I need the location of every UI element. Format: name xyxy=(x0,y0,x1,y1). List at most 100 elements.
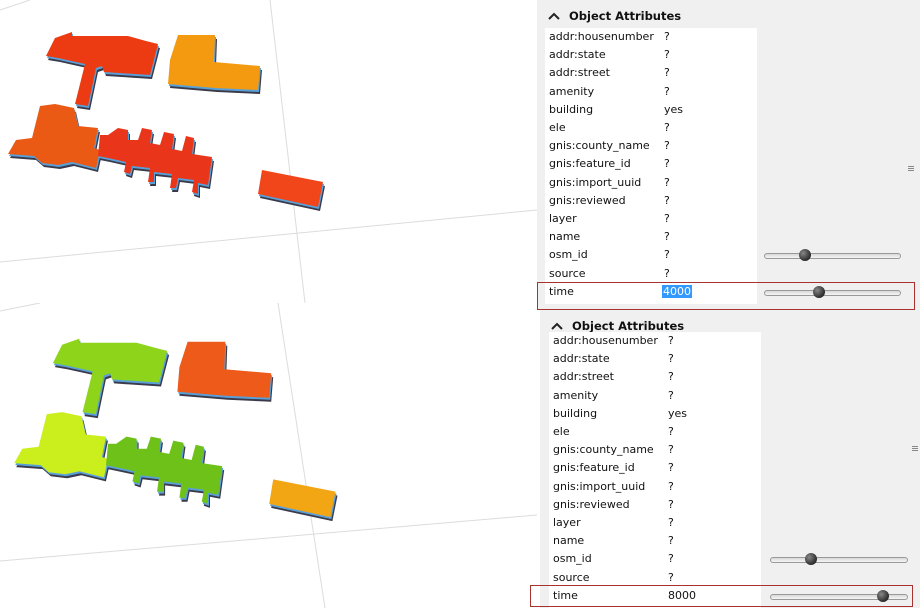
attribute-row-addr-housenumber[interactable]: addr:housenumber? xyxy=(545,28,757,46)
attribute-key: building xyxy=(553,406,598,420)
object-attributes-panel-bottom: Object Attributes addr:housenumber?addr:… xyxy=(540,310,920,608)
slider-track[interactable] xyxy=(764,289,901,296)
attribute-value[interactable]: ? xyxy=(668,334,674,347)
slider-track[interactable] xyxy=(770,593,908,600)
building-west-block[interactable] xyxy=(14,412,109,478)
osm-id-slider[interactable] xyxy=(764,249,901,262)
attribute-row-gnis-reviewed[interactable]: gnis:reviewed? xyxy=(549,496,761,514)
attribute-row-amenity[interactable]: amenity? xyxy=(545,83,757,101)
panel-header[interactable]: Object Attributes xyxy=(547,8,681,24)
attribute-value[interactable]: ? xyxy=(668,388,674,402)
attribute-row-gnis-feature-id[interactable]: gnis:feature_id? xyxy=(545,155,757,173)
map-view-top[interactable] xyxy=(0,0,537,303)
attribute-value[interactable]: 4000 xyxy=(662,284,692,298)
attribute-value[interactable]: ? xyxy=(664,266,670,280)
attribute-key: name xyxy=(549,230,581,244)
attribute-value[interactable]: 8000 xyxy=(668,588,696,602)
attribute-value[interactable]: ? xyxy=(664,193,670,207)
building-east-block[interactable] xyxy=(258,170,323,207)
attribute-value[interactable]: ? xyxy=(664,30,670,43)
chevron-up-icon[interactable] xyxy=(547,11,561,21)
attribute-key: gnis:county_name xyxy=(553,443,654,457)
attribute-row-addr-state[interactable]: addr:state? xyxy=(549,350,761,368)
building-north-wing[interactable] xyxy=(46,32,158,106)
building-northeast-block[interactable] xyxy=(168,35,260,90)
attribute-value[interactable]: ? xyxy=(664,212,670,225)
building-south-wing[interactable] xyxy=(98,128,212,194)
attribute-value[interactable]: ? xyxy=(668,552,674,566)
map-canvas-bottom[interactable] xyxy=(0,303,537,608)
attribute-row-gnis-county-name[interactable]: gnis:county_name? xyxy=(549,441,761,459)
attribute-row-source[interactable]: source? xyxy=(549,569,761,587)
attribute-row-gnis-import-uuid[interactable]: gnis:import_uuid? xyxy=(545,174,757,192)
attribute-row-name[interactable]: name? xyxy=(545,228,757,246)
attribute-value[interactable]: ? xyxy=(664,66,670,80)
attribute-value[interactable]: ? xyxy=(668,570,674,584)
attribute-value[interactable]: ? xyxy=(664,139,670,153)
attribute-value[interactable]: ? xyxy=(668,352,674,366)
panel-header[interactable]: Object Attributes xyxy=(550,318,684,334)
attribute-value[interactable]: ? xyxy=(664,84,670,98)
time-slider[interactable] xyxy=(764,285,901,298)
attribute-value[interactable]: ? xyxy=(668,370,674,384)
attribute-row-amenity[interactable]: amenity? xyxy=(549,387,761,405)
building-model-bottom[interactable] xyxy=(14,338,338,522)
attribute-row-ele[interactable]: ele? xyxy=(545,119,757,137)
attribute-value[interactable]: yes xyxy=(664,102,684,116)
attribute-value[interactable]: ? xyxy=(664,230,670,244)
attribute-value[interactable]: ? xyxy=(664,175,670,189)
attribute-row-addr-street[interactable]: addr:street? xyxy=(545,64,757,82)
attribute-row-addr-housenumber[interactable]: addr:housenumber? xyxy=(549,332,761,350)
building-west-block[interactable] xyxy=(8,104,100,168)
building-model-top[interactable] xyxy=(8,32,325,211)
attribute-row-building[interactable]: building yes xyxy=(549,405,761,423)
time-slider[interactable] xyxy=(770,589,908,602)
attribute-value[interactable]: ? xyxy=(668,516,674,529)
attribute-value[interactable]: ? xyxy=(668,461,674,475)
attribute-value[interactable]: yes xyxy=(668,406,688,420)
attribute-row-osm-id[interactable]: osm_id? xyxy=(549,550,761,568)
building-north-wing[interactable] xyxy=(52,338,168,415)
attribute-row-gnis-import-uuid[interactable]: gnis:import_uuid? xyxy=(549,478,761,496)
chevron-up-icon[interactable] xyxy=(550,321,564,331)
attribute-value[interactable]: ? xyxy=(668,497,674,511)
attribute-row-addr-state[interactable]: addr:state? xyxy=(545,46,757,64)
slider-thumb[interactable] xyxy=(799,249,812,262)
attribute-value[interactable]: ? xyxy=(664,157,670,171)
attribute-row-gnis-reviewed[interactable]: gnis:reviewed? xyxy=(545,192,757,210)
slider-thumb[interactable] xyxy=(812,285,825,298)
building-northeast-block[interactable] xyxy=(177,341,272,398)
attribute-value[interactable]: ? xyxy=(668,443,674,457)
osm-id-slider[interactable] xyxy=(770,553,908,566)
attribute-value[interactable]: ? xyxy=(668,479,674,493)
attribute-row-ele[interactable]: ele? xyxy=(549,423,761,441)
map-view-bottom[interactable] xyxy=(0,303,537,608)
building-east-block[interactable] xyxy=(269,479,336,518)
attribute-row-layer[interactable]: layer? xyxy=(549,514,761,532)
slider-thumb[interactable] xyxy=(805,553,818,566)
attribute-key: gnis:import_uuid xyxy=(553,479,646,493)
attribute-value[interactable]: ? xyxy=(668,425,674,438)
attribute-value[interactable]: ? xyxy=(664,121,670,134)
attribute-row-gnis-county-name[interactable]: gnis:county_name? xyxy=(545,137,757,155)
attribute-row-source[interactable]: source? xyxy=(545,265,757,283)
attribute-value[interactable]: ? xyxy=(668,534,674,548)
attribute-row-osm-id[interactable]: osm_id? xyxy=(545,246,757,264)
slider-track[interactable] xyxy=(764,253,901,260)
attribute-row-layer[interactable]: layer? xyxy=(545,210,757,228)
building-south-wing[interactable] xyxy=(106,436,223,504)
attribute-key: addr:street xyxy=(553,370,614,384)
map-canvas-top[interactable] xyxy=(0,0,537,303)
attribute-row-addr-street[interactable]: addr:street? xyxy=(549,368,761,386)
slider-thumb[interactable] xyxy=(877,589,890,602)
attribute-value[interactable]: ? xyxy=(664,48,670,62)
scroll-grip-icon[interactable] xyxy=(908,166,914,172)
attribute-row-name[interactable]: name? xyxy=(549,532,761,550)
slider-track[interactable] xyxy=(770,557,908,564)
scroll-grip-icon[interactable] xyxy=(912,446,918,452)
attribute-value[interactable]: ? xyxy=(664,248,670,262)
attribute-row-gnis-feature-id[interactable]: gnis:feature_id? xyxy=(549,459,761,477)
